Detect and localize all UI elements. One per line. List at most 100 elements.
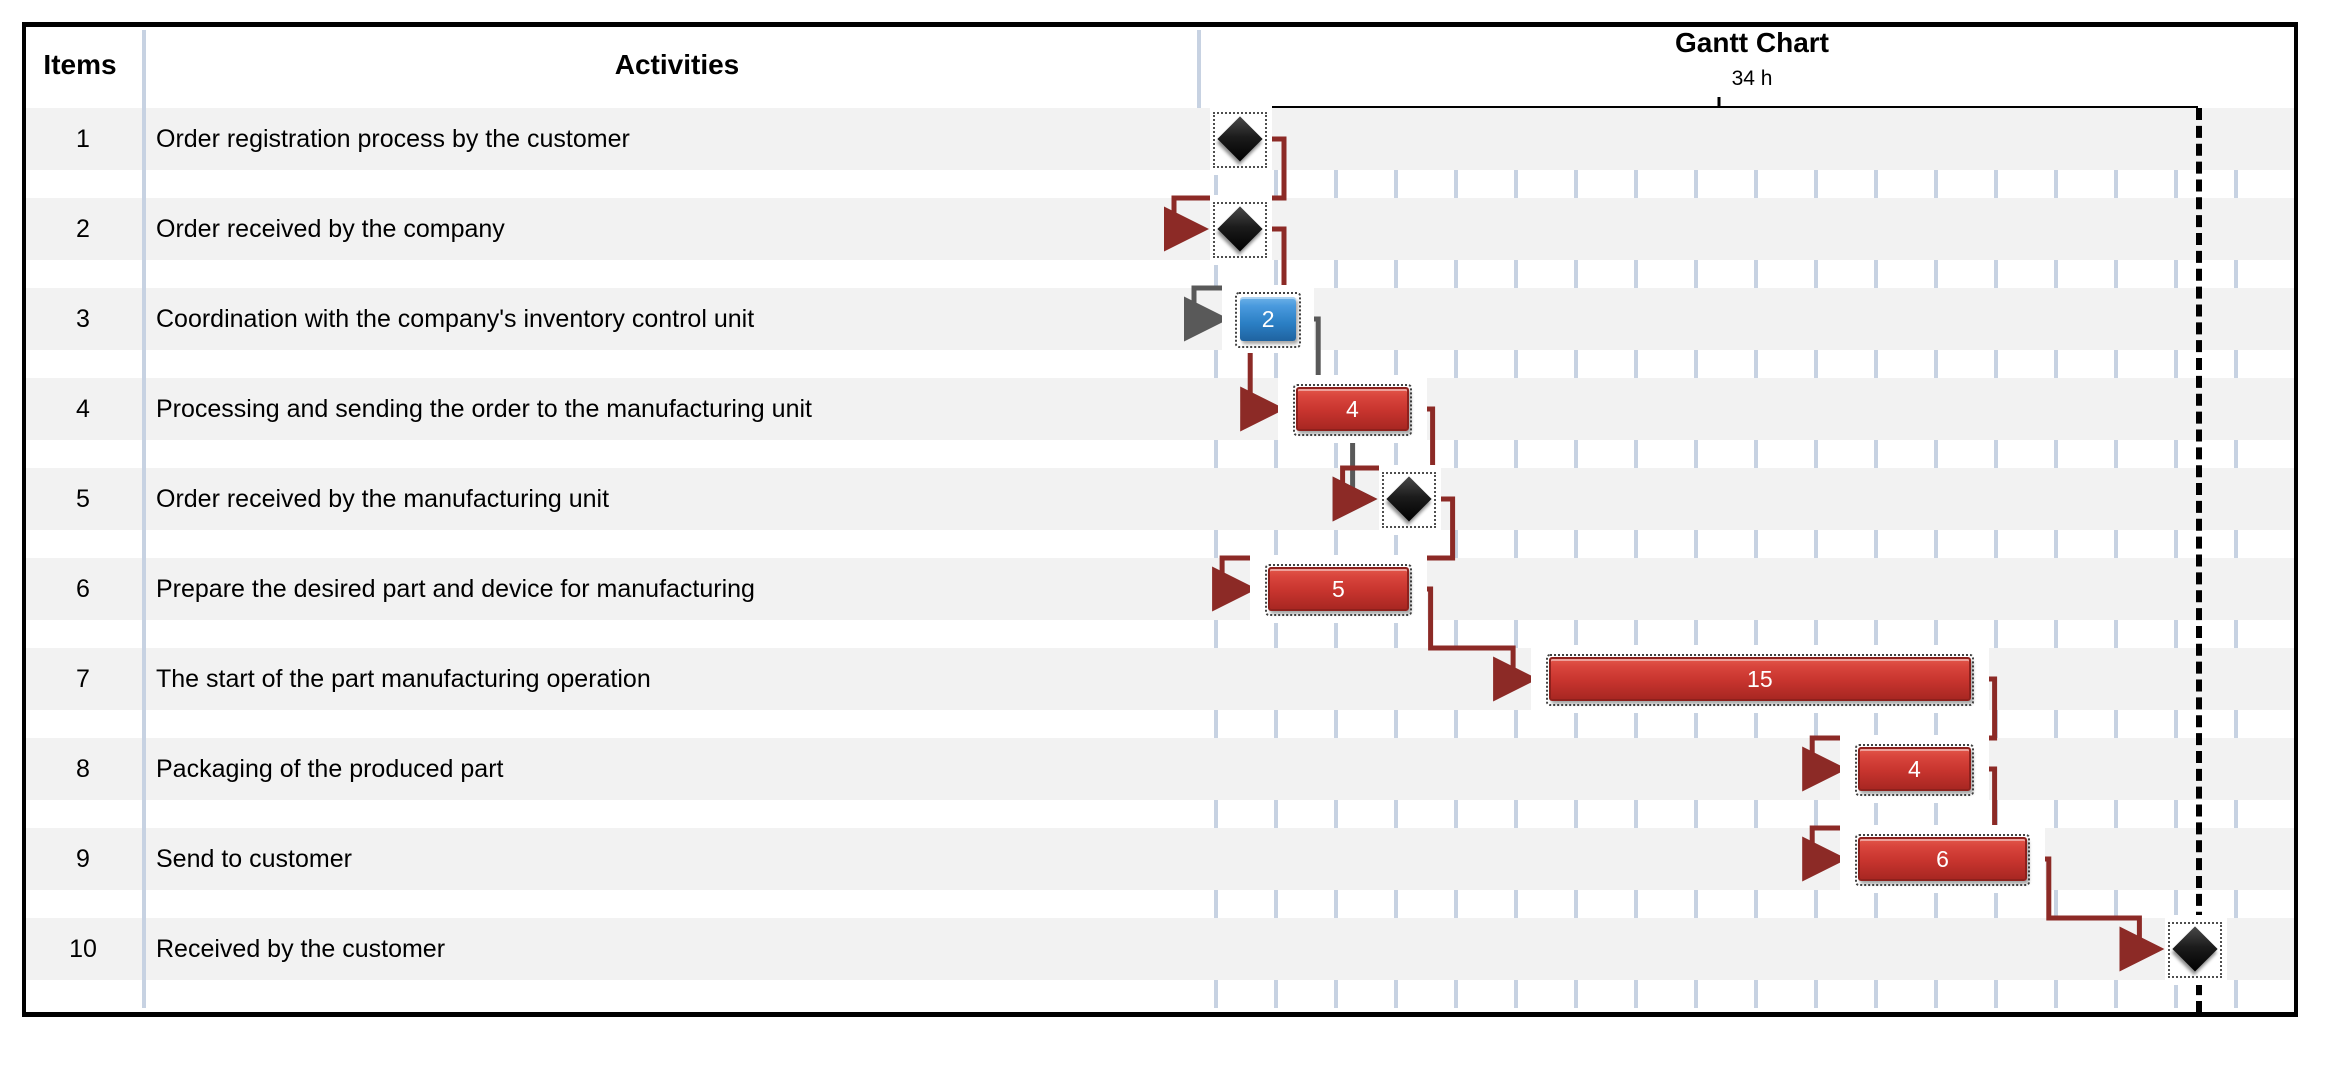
timeline-gridline: [1634, 440, 1638, 468]
timeline-gridline: [1394, 620, 1398, 648]
timeline-gridline: [2174, 890, 2178, 918]
timeline-gridline: [1814, 350, 1818, 378]
timeline-gridline: [2054, 530, 2058, 558]
timeline-gridline: [1874, 980, 1878, 1008]
timeline-gridline: [2174, 800, 2178, 828]
row-item-number: 9: [76, 844, 90, 873]
timeline-gridline: [2234, 890, 2238, 918]
timeline-gridline: [1514, 170, 1518, 198]
row-activity-name: Order received by the manufacturing unit: [156, 484, 610, 513]
row-background: [26, 558, 2294, 620]
column-header-items: Items: [43, 49, 117, 80]
timeline-gridline: [1754, 980, 1758, 1008]
timeline-gridline: [1514, 530, 1518, 558]
timeline-gridline: [1694, 170, 1698, 198]
timeline-gridline: [1754, 710, 1758, 738]
timeline-gridline: [1214, 980, 1218, 1008]
timeline-gridline: [1874, 350, 1878, 378]
timeline-gridline: [2054, 350, 2058, 378]
timeline-gridline: [1394, 260, 1398, 288]
row-divider: [142, 288, 146, 378]
timeline-gridline: [1394, 710, 1398, 738]
timeline-gridline: [1454, 260, 1458, 288]
timeline-gridline: [1514, 260, 1518, 288]
timeline-gridline: [1874, 890, 1878, 918]
timeline-gridline: [2114, 800, 2118, 828]
timeline-gridline: [2054, 170, 2058, 198]
timeline-gridline: [1634, 170, 1638, 198]
gantt-milestone-marker[interactable]: [1213, 202, 1267, 258]
timeline-gridline: [1874, 530, 1878, 558]
timeline-gridline: [1214, 530, 1218, 558]
timeline-gridline: [1454, 890, 1458, 918]
gantt-milestone-marker[interactable]: [1381, 472, 1436, 528]
timeline-gridline: [1814, 890, 1818, 918]
timeline-gridline: [2114, 260, 2118, 288]
gantt-bar-duration-label: 15: [1747, 665, 1773, 692]
gantt-bar-duration-label: 2: [1261, 305, 1275, 332]
timeline-gridline: [2114, 170, 2118, 198]
timeline-gridline: [1334, 620, 1338, 648]
timeline-gridline: [1634, 890, 1638, 918]
timeline-gridline: [1754, 260, 1758, 288]
row-background: [26, 468, 2294, 530]
timeline-gridline: [1454, 710, 1458, 738]
timeline-gridline: [1334, 260, 1338, 288]
timeline-gridline: [1814, 440, 1818, 468]
timeline-gridline: [1874, 620, 1878, 648]
timeline-gridline: [1934, 350, 1938, 378]
gantt-task-bar[interactable]: 15: [1546, 654, 1974, 706]
timeline-gridline: [1394, 170, 1398, 198]
row-activity-name: Received by the customer: [156, 934, 446, 963]
total-duration-label: 34 h: [1731, 67, 1773, 90]
gantt-task-bar[interactable]: 6: [1855, 834, 2030, 886]
gantt-task-bar[interactable]: 5: [1265, 564, 1412, 616]
row-background: [26, 198, 2294, 260]
milestone-diamond-icon: [1217, 206, 1263, 252]
timeline-gridline: [1214, 440, 1218, 468]
timeline-gridline: [2054, 800, 2058, 828]
timeline-gridline: [1214, 710, 1218, 738]
timeline-gridline: [1574, 980, 1578, 1008]
timeline-gridline: [1814, 260, 1818, 288]
timeline-gridline: [1574, 710, 1578, 738]
timeline-gridline: [1214, 620, 1218, 648]
timeline-gridline: [1574, 260, 1578, 288]
timeline-gridline: [2174, 440, 2178, 468]
timeline-gridline: [2234, 980, 2238, 1008]
row-divider: [142, 108, 146, 198]
milestone-diamond-icon: [2172, 926, 2219, 972]
timeline-gridline: [1334, 890, 1338, 918]
timeline-gridline: [1514, 350, 1518, 378]
timeline-gridline: [2174, 980, 2178, 1008]
timeline-gridline: [1274, 890, 1278, 918]
milestone-diamond-icon: [1217, 116, 1263, 162]
gantt-task-bar[interactable]: 2: [1234, 292, 1302, 348]
gantt-task-bar[interactable]: 4: [1855, 744, 1974, 796]
timeline-gridline: [1994, 530, 1998, 558]
timeline-gridline: [2234, 440, 2238, 468]
timeline-gridline: [1574, 350, 1578, 378]
project-deadline-line: [2196, 108, 2202, 1013]
gantt-milestone-marker[interactable]: [1213, 112, 1267, 168]
timeline-gridline: [2174, 170, 2178, 198]
timeline-gridline: [2054, 980, 2058, 1008]
timeline-gridline: [2174, 530, 2178, 558]
timeline-gridline: [1694, 710, 1698, 738]
timeline-gridline: [2054, 260, 2058, 288]
row-background: [26, 918, 2294, 980]
gantt-task-bar[interactable]: 4: [1293, 384, 1412, 436]
timeline-gridline: [1514, 800, 1518, 828]
timeline-gridline: [1214, 800, 1218, 828]
timeline-gridline: [1994, 170, 1998, 198]
gantt-milestone-marker[interactable]: [2168, 922, 2223, 978]
timeline-gridline: [1634, 350, 1638, 378]
timeline-gridline: [1574, 620, 1578, 648]
